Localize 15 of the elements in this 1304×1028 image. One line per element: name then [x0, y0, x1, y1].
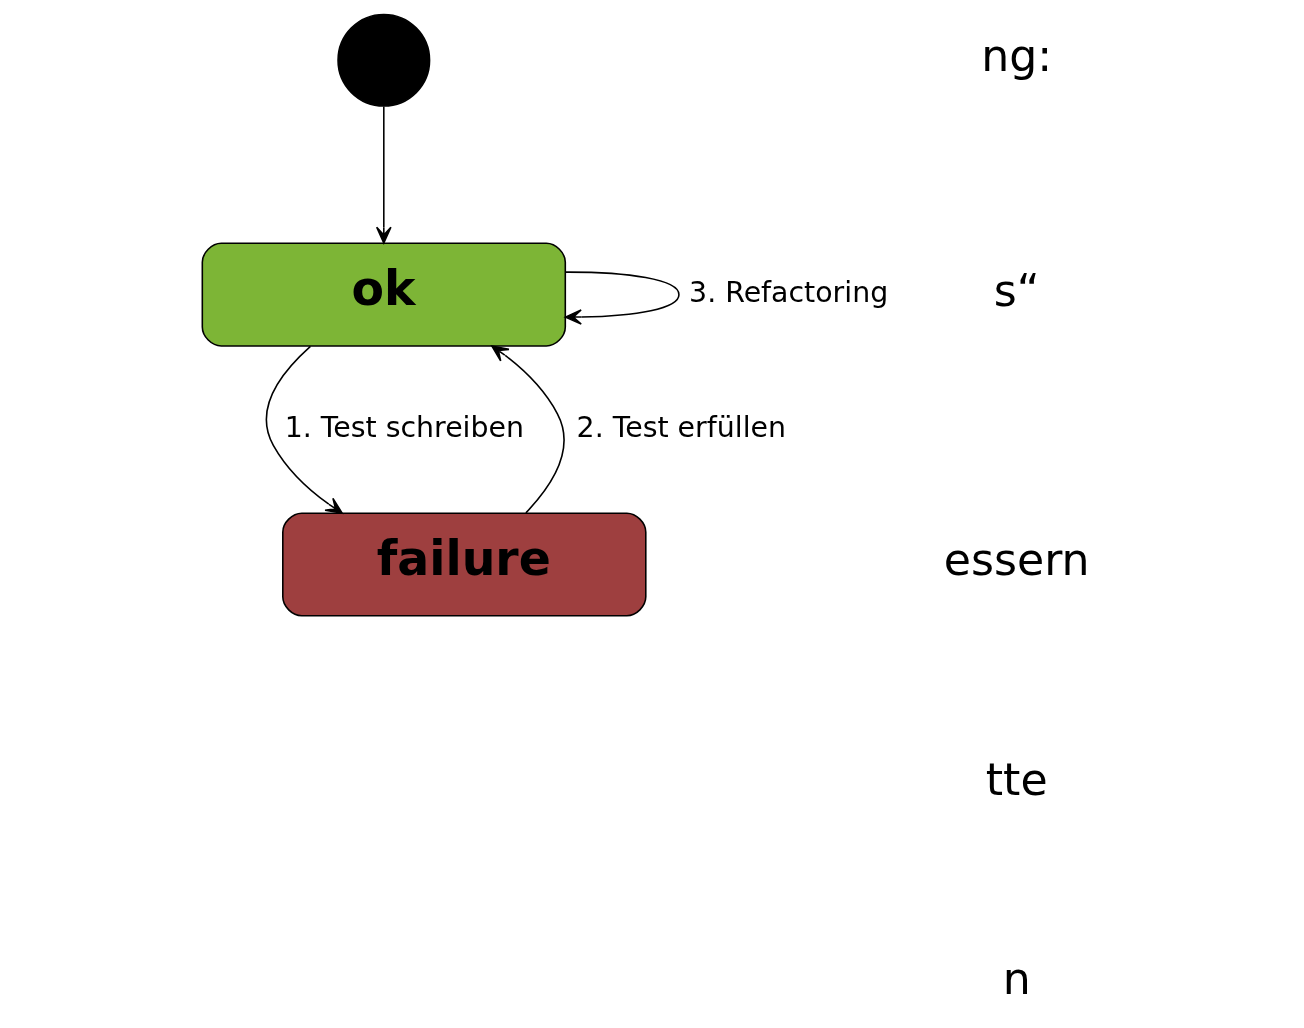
- label: s“: [993, 264, 1040, 316]
- label: tte: [985, 753, 1048, 805]
- edge-label: 2. Test erfüllen: [576, 410, 786, 444]
- node-box: ok: [201, 242, 566, 347]
- label: ng:: [980, 30, 1052, 82]
- arrow: [564, 271, 680, 325]
- edge-label: 1. Test schreiben: [284, 410, 524, 444]
- arrow: [375, 105, 392, 244]
- label: n: [1002, 952, 1031, 1004]
- arrow: [490, 345, 565, 514]
- node-box: failure: [281, 512, 647, 617]
- label: essern: [943, 534, 1090, 586]
- arrow: [265, 345, 343, 514]
- node-circle: [336, 13, 430, 107]
- edge-label: 3. Refactoring: [688, 275, 888, 309]
